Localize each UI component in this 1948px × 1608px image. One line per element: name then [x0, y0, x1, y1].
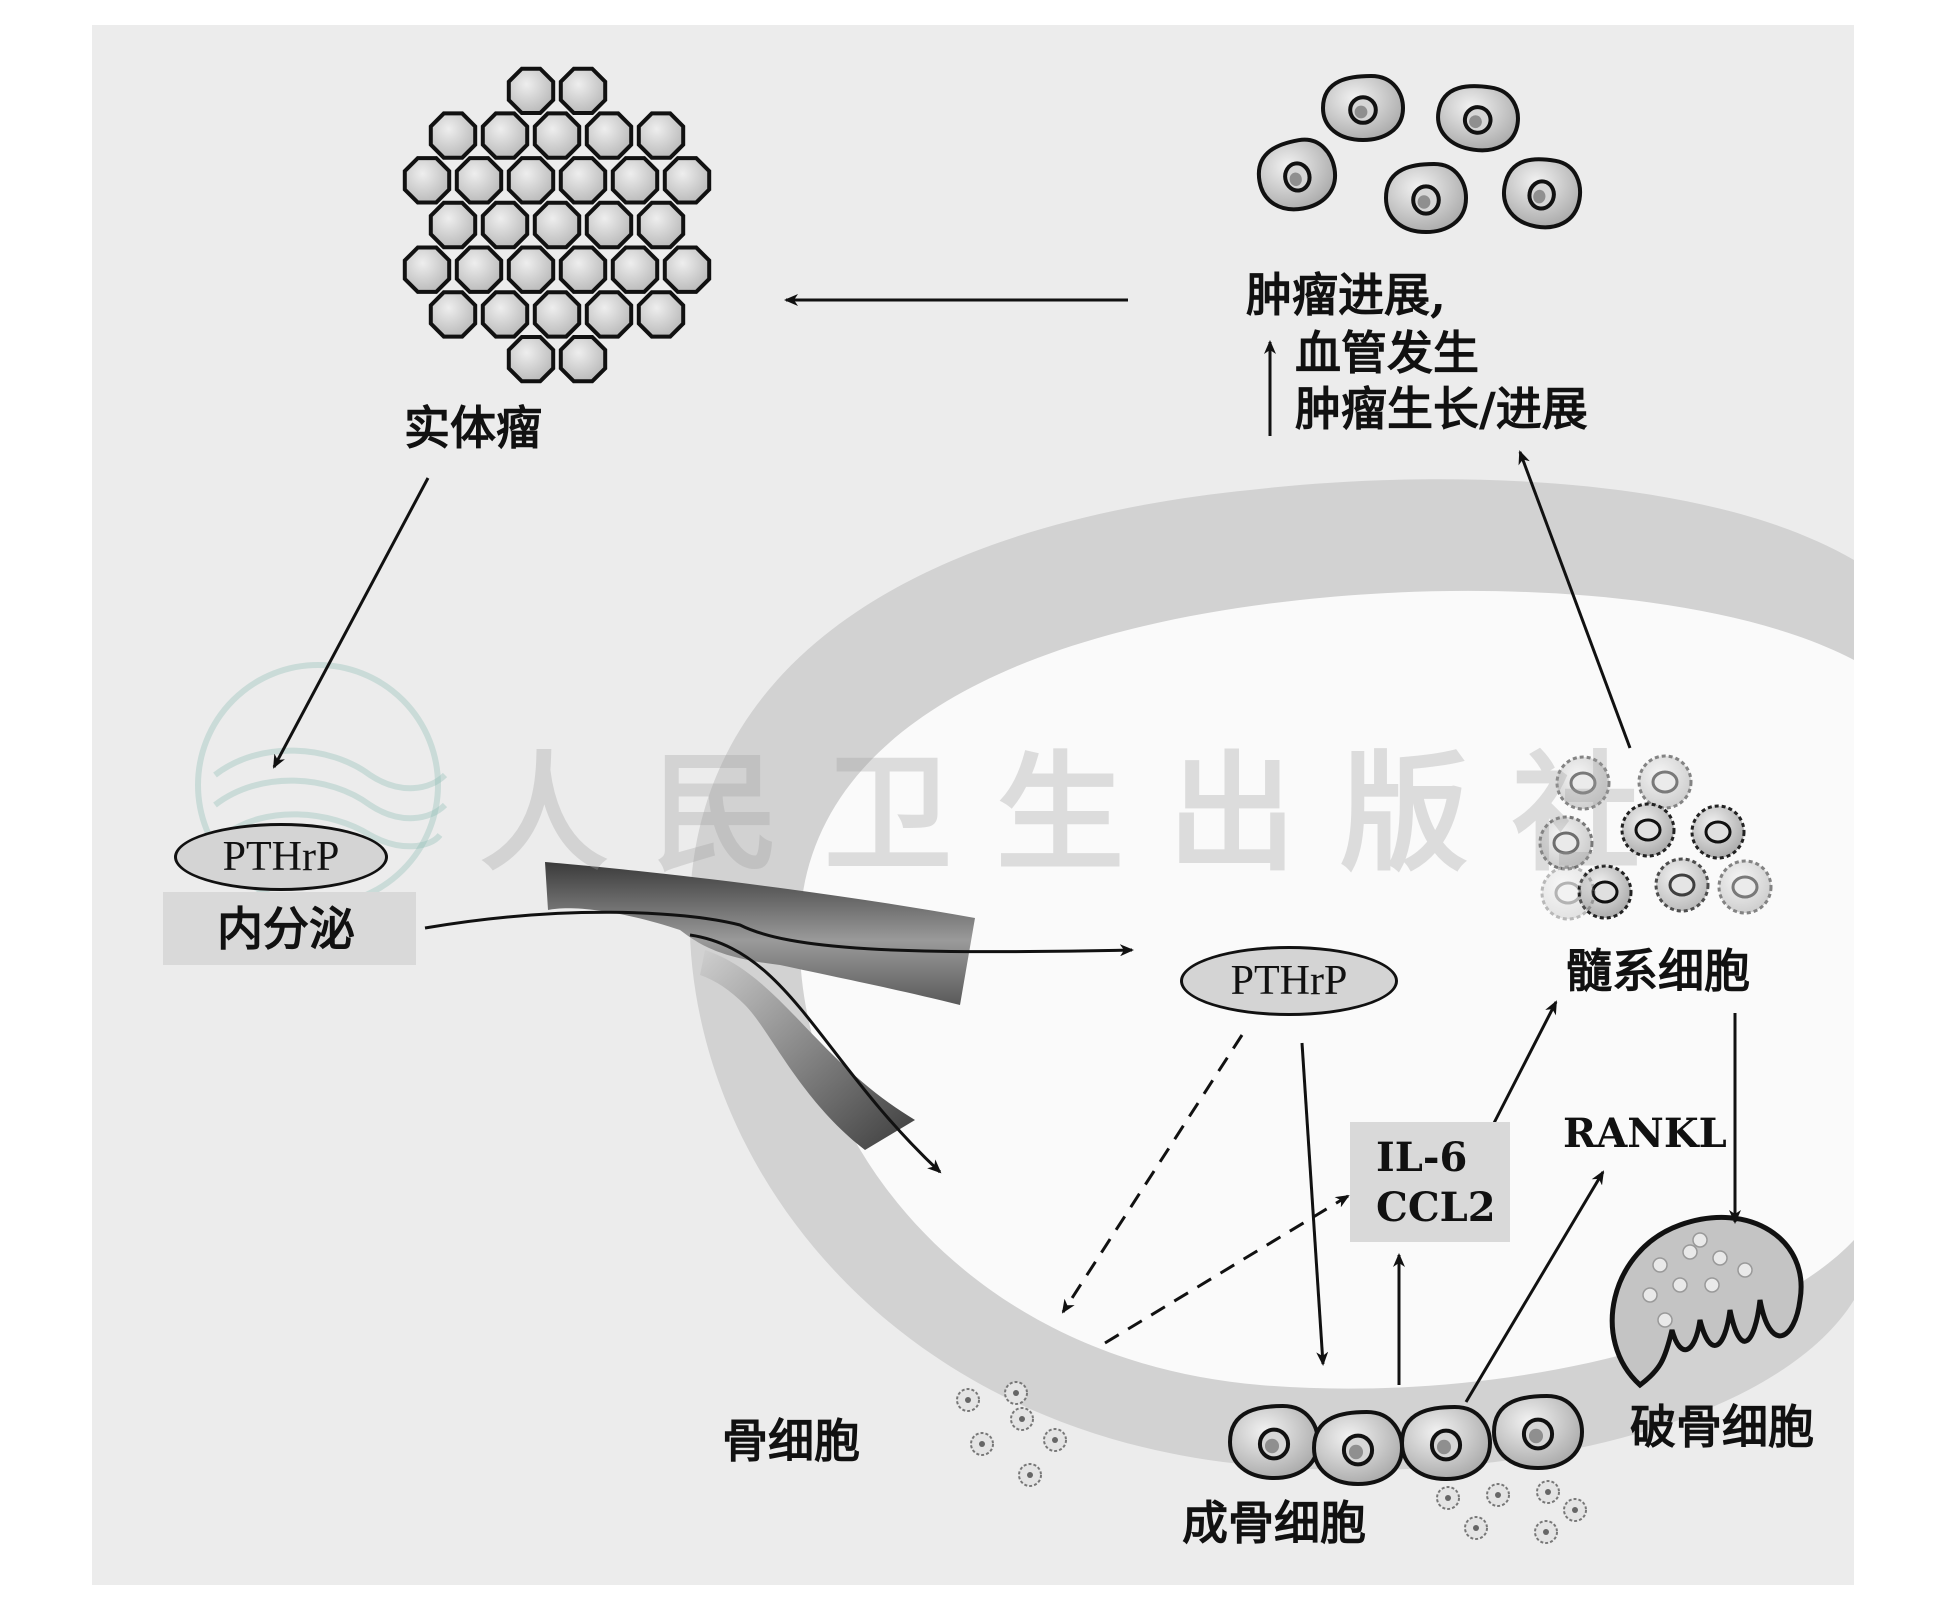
pthrp-right-ellipse: PTHrP	[1180, 946, 1398, 1016]
pthrp-left-ellipse: PTHrP	[174, 823, 388, 891]
tumor-progress-title: 肿瘤进展,	[1246, 268, 1447, 322]
tumor-cell	[480, 111, 530, 160]
tumor-cell	[662, 245, 712, 294]
osteocyte-speck-core	[1445, 1495, 1451, 1501]
cytokine-box	[1350, 1122, 1510, 1242]
arrow-vessel-branch	[689, 933, 942, 1174]
tumor-cell	[1383, 161, 1469, 235]
tumor-cell	[480, 200, 530, 250]
tumor-cell	[636, 111, 686, 160]
tumor-cell	[558, 245, 608, 294]
tumor-cell	[636, 200, 686, 250]
tumor-cell	[636, 290, 686, 339]
tumor-cell	[532, 290, 582, 339]
tumor-cell	[506, 156, 556, 205]
osteocyte-speck-core	[1473, 1525, 1479, 1531]
tumor-cell	[584, 111, 634, 160]
tumor-cell	[1256, 137, 1338, 212]
dashed-arrow-to-il6	[1104, 1194, 1350, 1345]
pthrp-right-label: PTHrP	[1230, 958, 1348, 1004]
solid-tumor-label: 实体瘤	[404, 401, 542, 455]
myeloid-cell	[1538, 815, 1594, 871]
osteoclast-cell	[1609, 1214, 1804, 1389]
osteocyte-speck-core	[1027, 1472, 1033, 1478]
tumor-cell	[454, 156, 504, 205]
ccl2-label: CCL2	[1376, 1184, 1496, 1231]
myeloid-cell	[1620, 802, 1676, 858]
osteoblast-cell	[1311, 1409, 1405, 1487]
arrow-to-pthrp-left	[272, 477, 430, 769]
il6-label: IL-6	[1376, 1134, 1468, 1181]
osteoblast-cell	[1491, 1393, 1585, 1471]
dashed-arrow-to-osteocyte	[1061, 1034, 1244, 1314]
watermark-text: 人民卫生出版社	[480, 739, 1685, 889]
solid-tumor-cluster	[402, 66, 712, 384]
tumor-cell	[558, 335, 608, 384]
myeloid-cells-label: 髓系细胞	[1566, 944, 1750, 998]
osteocyte-speck-core	[1545, 1489, 1551, 1495]
tumor-cell	[584, 290, 634, 339]
tumor-cell	[506, 66, 556, 115]
endocrine-label: 内分泌	[217, 902, 355, 956]
arrow-pthrp-to-osteoblast	[1300, 1042, 1329, 1366]
arrow-endocrine-to-pthrp	[424, 910, 1134, 957]
tumor-cell	[610, 245, 660, 294]
myeloid-cell	[1540, 865, 1596, 921]
angiogenesis-label: 血管发生	[1295, 326, 1479, 380]
tumor-cell	[506, 245, 556, 294]
osteocyte-specks	[956, 1381, 1587, 1544]
tumor-growth-label: 肿瘤生长/进展	[1295, 382, 1588, 436]
arrows	[272, 294, 1741, 1403]
myeloid-cells-group	[1538, 754, 1773, 921]
osteocyte-speck-core	[1019, 1416, 1025, 1422]
tumor-cell	[428, 200, 478, 250]
osteocyte-speck-core	[1572, 1507, 1578, 1513]
myeloid-cell	[1555, 755, 1611, 811]
osteocyte-label: 骨细胞	[722, 1414, 860, 1468]
tumor-cell	[1320, 73, 1406, 143]
osteocyte-speck-core	[979, 1441, 985, 1447]
tumor-cell	[532, 200, 582, 250]
osteoblast-cell	[1399, 1404, 1493, 1482]
osteocyte-speck-core	[1495, 1492, 1501, 1498]
arrow-myeloid-to-progress	[1518, 450, 1632, 749]
tumor-cell	[402, 156, 452, 205]
tumor-cell	[662, 156, 712, 205]
tumor-cell	[558, 156, 608, 205]
tumor-cell	[454, 245, 504, 294]
osteoblast-cells-group	[1227, 1393, 1585, 1487]
tumor-cell	[506, 335, 556, 384]
osteocyte-speck-core	[1013, 1390, 1019, 1396]
rankl-label: RANKL	[1563, 1110, 1727, 1157]
myeloid-cell	[1654, 857, 1710, 913]
tumor-cell	[532, 111, 582, 160]
osteocyte-speck-core	[1543, 1529, 1549, 1535]
arrow-osteoblast-to-rankl	[1464, 1170, 1605, 1403]
tumor-cell	[480, 290, 530, 339]
osteoclast-label: 破骨细胞	[1630, 1400, 1814, 1454]
tumor-cell	[428, 111, 478, 160]
tumor-cell	[558, 66, 608, 115]
arrow-il6-to-myeloid	[1492, 1000, 1558, 1124]
watermark-logo	[195, 662, 448, 908]
myeloid-cell	[1717, 859, 1773, 915]
osteoblast-cell	[1227, 1403, 1321, 1481]
osteocyte-speck-core	[1052, 1437, 1058, 1443]
tumor-cell	[402, 245, 452, 294]
osteocyte-speck-core	[965, 1397, 971, 1403]
osteoblast-label: 成骨细胞	[1182, 1496, 1366, 1550]
tumor-cell	[610, 156, 660, 205]
myeloid-cell	[1690, 804, 1746, 860]
tumor-cell	[1501, 157, 1582, 230]
tumor-cell	[428, 290, 478, 339]
tumor-cell	[584, 200, 634, 250]
pthrp-left-label: PTHrP	[222, 834, 340, 880]
tumor-cells-group	[1256, 73, 1582, 235]
myeloid-cell	[1637, 754, 1693, 810]
endocrine-box	[163, 892, 416, 965]
tumor-cell	[1436, 84, 1520, 153]
